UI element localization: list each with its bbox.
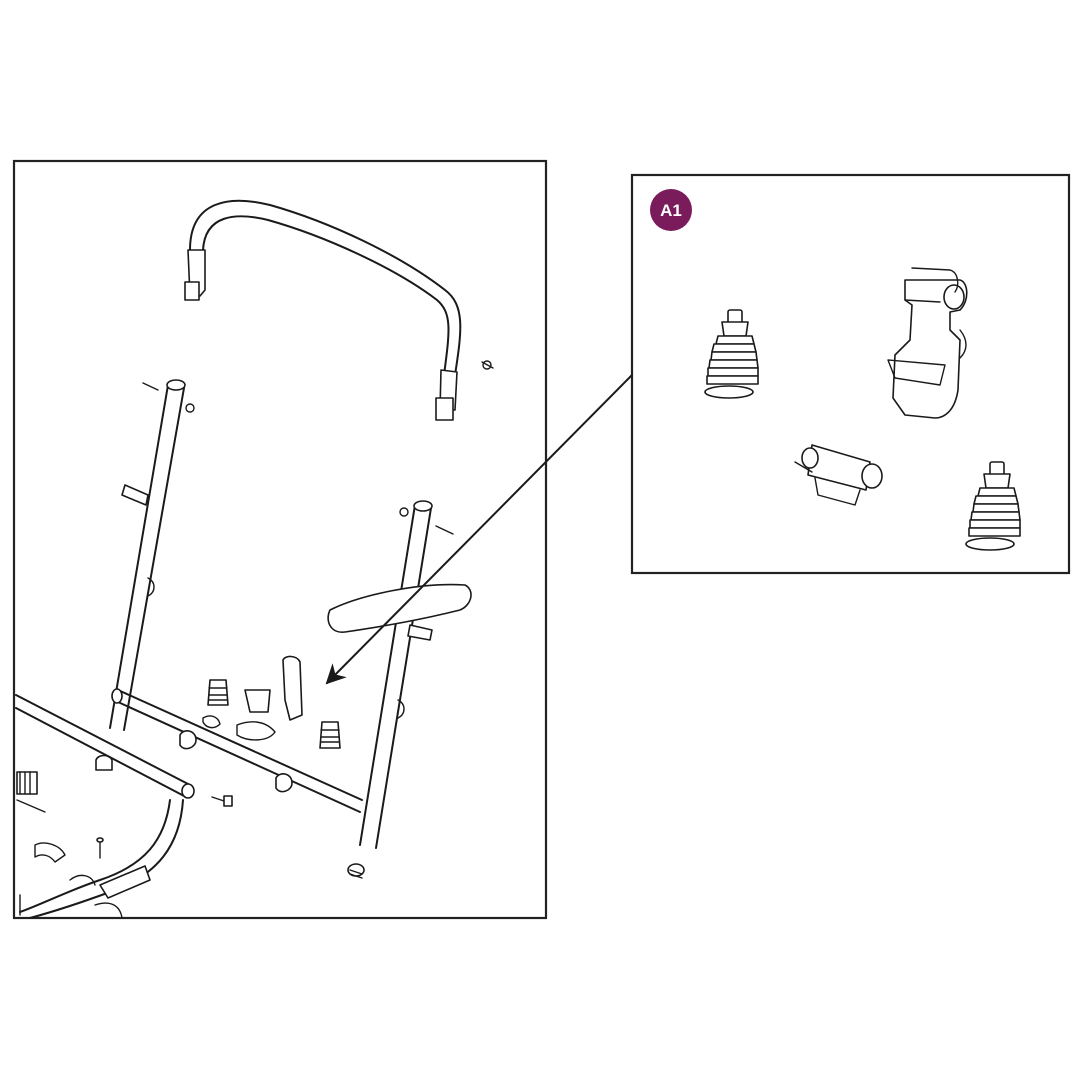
callout-badge: [650, 189, 692, 231]
main-view-frame: [12, 159, 548, 920]
cross-bar: [111, 688, 363, 813]
armrest: [327, 583, 472, 641]
small-parts-group: [95, 655, 341, 807]
main-view-panel: [12, 159, 548, 920]
spring-bumper-right: [965, 461, 1021, 551]
callout-badge-label: A1: [660, 201, 682, 220]
push-handle: [184, 199, 494, 421]
hinge-pin: [794, 444, 883, 506]
spring-bumper-left: [704, 309, 759, 399]
pointer-arrow-icon: [325, 374, 633, 685]
left-upright: [109, 379, 195, 731]
right-upright: [347, 500, 454, 879]
detail-panel: A1: [630, 173, 1071, 575]
base-frame: [15, 694, 195, 919]
latch-clip: [887, 267, 968, 419]
